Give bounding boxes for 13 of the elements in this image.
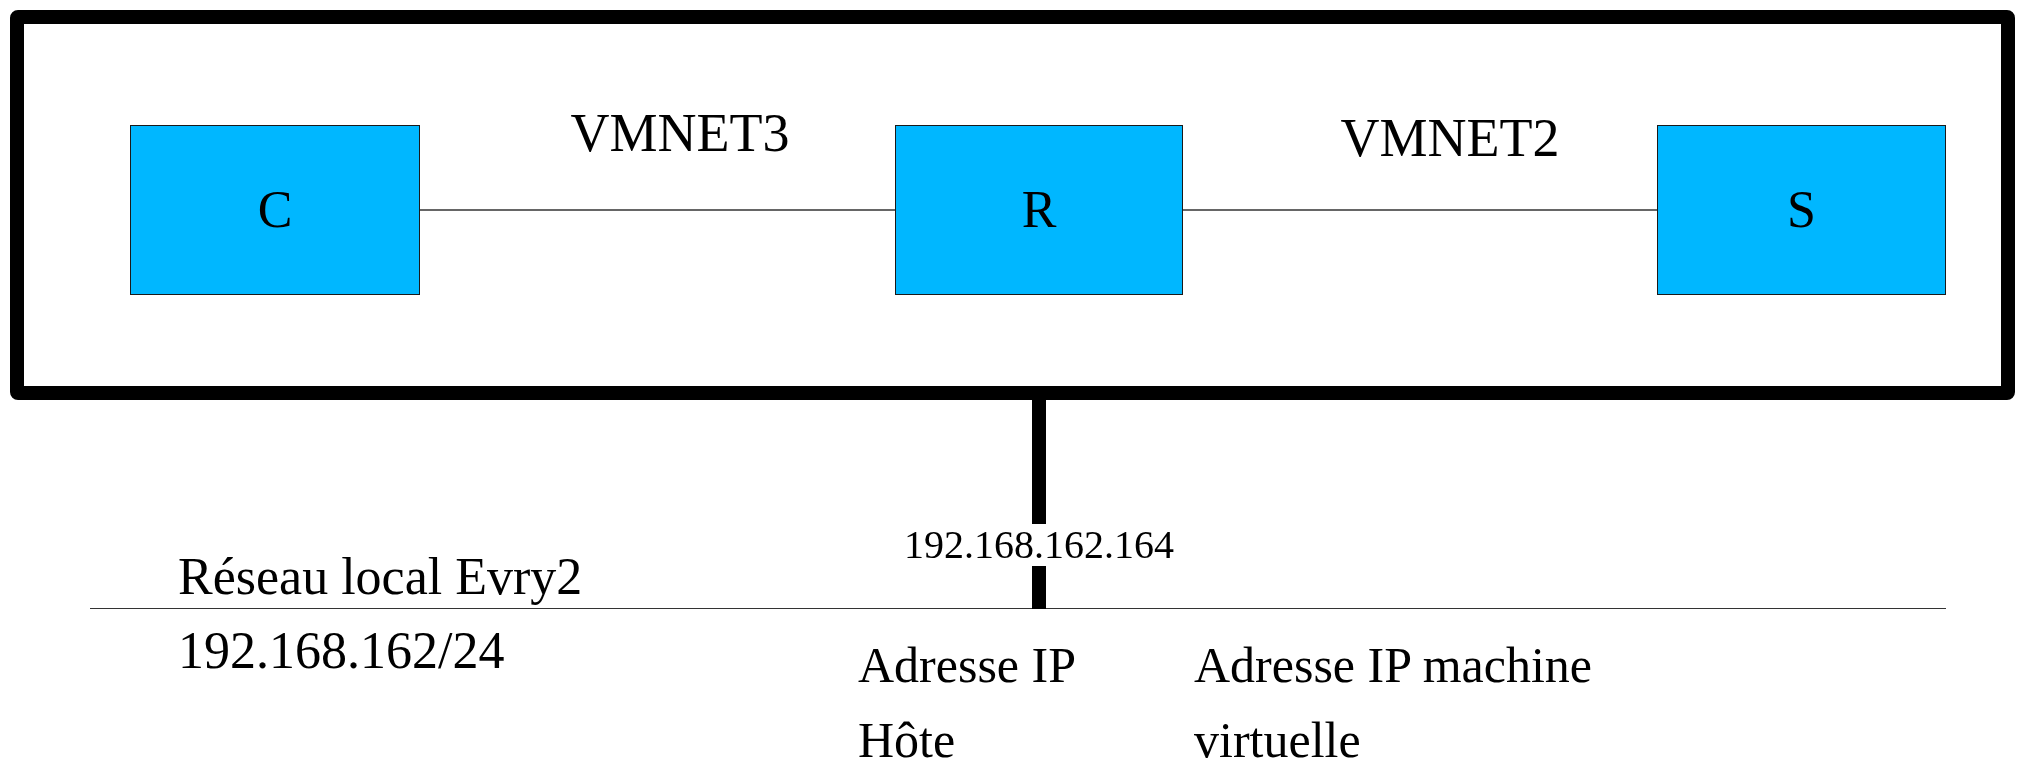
network-caption: 192.168.162/24 <box>178 622 505 680</box>
network-line <box>90 608 1946 609</box>
frame-box <box>10 10 2015 400</box>
link-line <box>419 209 896 211</box>
host-box: S <box>1657 125 1946 295</box>
network-caption: Réseau local Evry2 <box>178 548 583 606</box>
host-box: C <box>130 125 420 295</box>
address-note: Adresse IP Hôte <box>858 636 1076 769</box>
edge-label: VMNET3 <box>569 104 791 162</box>
host-box: R <box>895 125 1183 295</box>
address-note: Adresse IP machine virtuelle <box>1194 636 1594 769</box>
link-line <box>1182 209 1658 211</box>
edge-label: VMNET2 <box>1339 109 1561 167</box>
